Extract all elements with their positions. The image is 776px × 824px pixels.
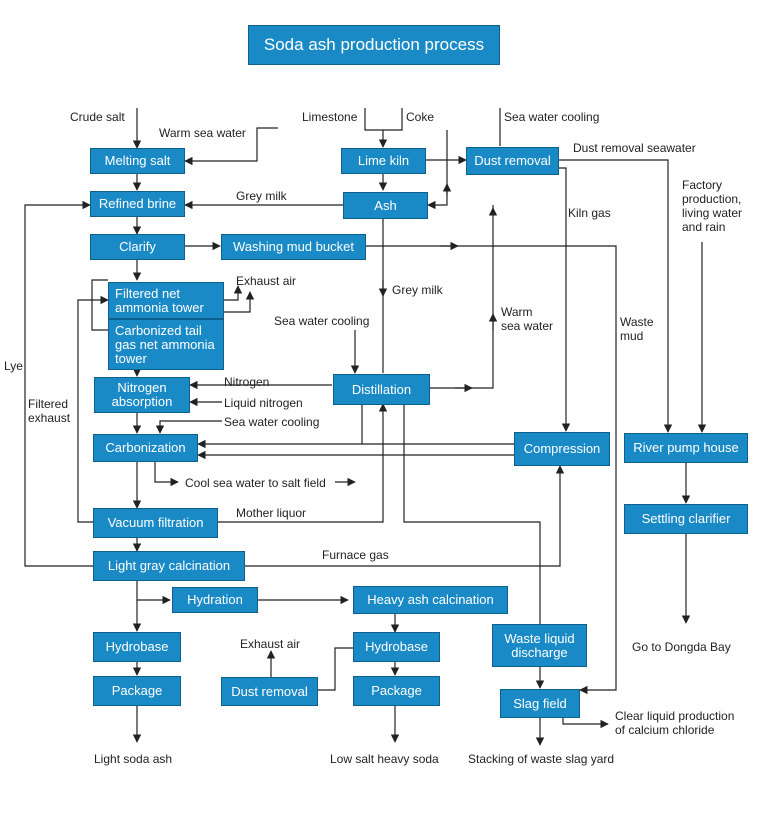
light-gray-calcination-box: Light gray calcination xyxy=(93,551,245,581)
line-dust-return xyxy=(427,130,448,210)
diagram-title: Soda ash production process xyxy=(248,25,500,65)
line-warm-mid xyxy=(430,205,494,389)
label-grey-milk-top: Grey milk xyxy=(236,189,287,203)
melting-salt-box: Melting salt xyxy=(90,148,185,174)
label-exhaust-air-bottom: Exhaust air xyxy=(240,637,301,651)
label-factory-production: Factory production, living water and rai… xyxy=(682,178,743,234)
washing-mud-bucket-box: Washing mud bucket xyxy=(221,234,366,260)
package-right-box: Package xyxy=(353,676,440,706)
line-filtered-exhaust xyxy=(77,295,109,523)
label-stacking-waste-slag: Stacking of waste slag yard xyxy=(468,752,615,766)
vacuum-filtration-box: Vacuum filtration xyxy=(93,508,218,538)
line-washing-waste xyxy=(366,245,617,695)
label-crude-salt: Crude salt xyxy=(70,110,125,124)
hydrobase-left-box: Hydrobase xyxy=(93,632,181,662)
line-distillation-waste xyxy=(403,405,541,624)
line-hydrobase-dust xyxy=(318,647,353,691)
waste-liquid-discharge-box: Waste liquid discharge xyxy=(492,624,587,667)
label-liquid-nitrogen: Liquid nitrogen xyxy=(224,396,303,410)
line-mother-liquor xyxy=(218,403,388,523)
ash-box: Ash xyxy=(343,192,428,219)
label-sea-water-cooling-mid: Sea water cooling xyxy=(274,314,370,328)
carbonized-tail-gas-box: Carbonized tail gas net ammonia tower xyxy=(108,319,224,370)
lime-kiln-box: Lime kiln xyxy=(341,148,426,174)
heavy-ash-calcination-box: Heavy ash calcination xyxy=(353,586,508,614)
line-light-hydration xyxy=(136,581,171,605)
line-exhaust-top xyxy=(224,285,243,301)
slag-field-box: Slag field xyxy=(500,689,580,718)
line-coke xyxy=(383,108,403,131)
line-warm-sea-water xyxy=(184,127,278,166)
label-mother-liquor: Mother liquor xyxy=(236,506,307,520)
line-lye xyxy=(24,200,93,567)
river-pump-house-box: River pump house xyxy=(624,433,748,463)
label-go-to-dongda-bay: Go to Dongda Bay xyxy=(632,640,731,654)
line-cool-sea xyxy=(154,462,179,487)
line-dust-seawater xyxy=(556,159,673,433)
nitrogen-absorption-box: Nitrogen absorption xyxy=(94,377,190,413)
filtered-ammonia-tower-box: Filtered net ammonia tower xyxy=(108,282,224,319)
label-warm-sea-water-mid: Warm sea water xyxy=(501,305,554,333)
line-tower-loop xyxy=(91,279,108,331)
line-kiln-gas xyxy=(559,167,571,432)
label-limestone: Limestone xyxy=(302,110,358,124)
line-furnace-gas xyxy=(245,465,565,567)
label-cool-sea-water: Cool sea water to salt field xyxy=(185,476,326,490)
label-warm-sea-water: Warm sea water xyxy=(159,126,246,140)
label-coke: Coke xyxy=(406,110,435,124)
carbonization-box: Carbonization xyxy=(93,434,198,462)
line-slag-clear xyxy=(562,717,609,729)
line-limestone xyxy=(364,108,388,148)
hydrobase-right-box: Hydrobase xyxy=(353,632,440,662)
label-sea-water-cooling-top: Sea water cooling xyxy=(504,110,600,124)
label-light-soda-ash: Light soda ash xyxy=(94,752,173,766)
label-dust-removal-seawater: Dust removal seawater xyxy=(573,141,696,155)
label-kiln-gas: Kiln gas xyxy=(568,206,611,220)
label-lye: Lye xyxy=(4,359,23,373)
clarify-box: Clarify xyxy=(90,234,185,260)
compression-box: Compression xyxy=(514,432,610,466)
label-furnace-gas: Furnace gas xyxy=(322,548,389,562)
label-exhaust-air-top: Exhaust air xyxy=(236,274,297,288)
settling-clarifier-box: Settling clarifier xyxy=(624,504,748,534)
distillation-box: Distillation xyxy=(333,374,430,405)
refined-brine-box: Refined brine xyxy=(90,191,185,217)
dust-removal-bottom-box: Dust removal xyxy=(221,677,318,706)
label-waste-mud: Waste mud xyxy=(620,315,654,343)
line-exhaust-top2 xyxy=(224,291,255,313)
line-sea-cooling-low xyxy=(155,420,222,434)
label-grey-milk-mid: Grey milk xyxy=(392,283,443,297)
dust-removal-top-box: Dust removal xyxy=(466,147,559,175)
label-clear-liquid: Clear liquid production of calcium chlor… xyxy=(615,709,735,737)
package-left-box: Package xyxy=(93,676,181,706)
hydration-box: Hydration xyxy=(172,587,258,613)
label-sea-water-cooling-low: Sea water cooling xyxy=(224,415,320,429)
label-nitrogen: Nitrogen xyxy=(224,375,270,389)
label-low-salt-heavy-soda: Low salt heavy soda xyxy=(330,752,439,766)
label-filtered-exhaust: Filtered exhaust xyxy=(28,397,71,425)
